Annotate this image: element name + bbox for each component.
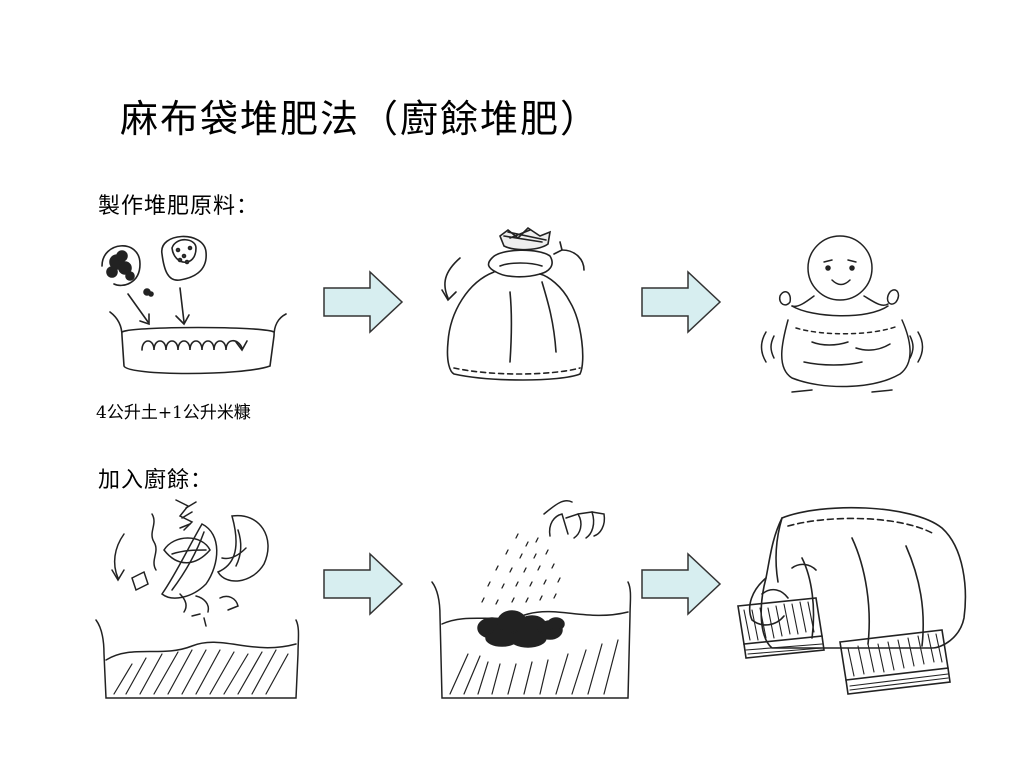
- right-arrow-icon: [641, 552, 722, 616]
- section-label-add-waste: 加入廚餘：: [98, 468, 214, 493]
- page-title: 麻布袋堆肥法（廚餘堆肥）: [120, 97, 601, 141]
- sack-on-bricks-illustration: [732, 498, 1002, 708]
- soil-and-rice-bran-illustration: [92, 226, 292, 396]
- right-arrow-icon: [323, 270, 404, 334]
- sprinkling-compost-starter-illustration: [428, 494, 638, 714]
- food-scraps-into-container-illustration: [92, 494, 302, 714]
- right-arrow-icon: [323, 552, 404, 616]
- person-kneading-sack-illustration: [752, 222, 932, 402]
- section-label-prepare: 製作堆肥原料：: [98, 194, 260, 219]
- sack-twisting-illustration: [430, 222, 600, 392]
- right-arrow-icon: [641, 270, 722, 334]
- ingredient-caption: 4公升土+1公升米糠: [96, 403, 251, 423]
